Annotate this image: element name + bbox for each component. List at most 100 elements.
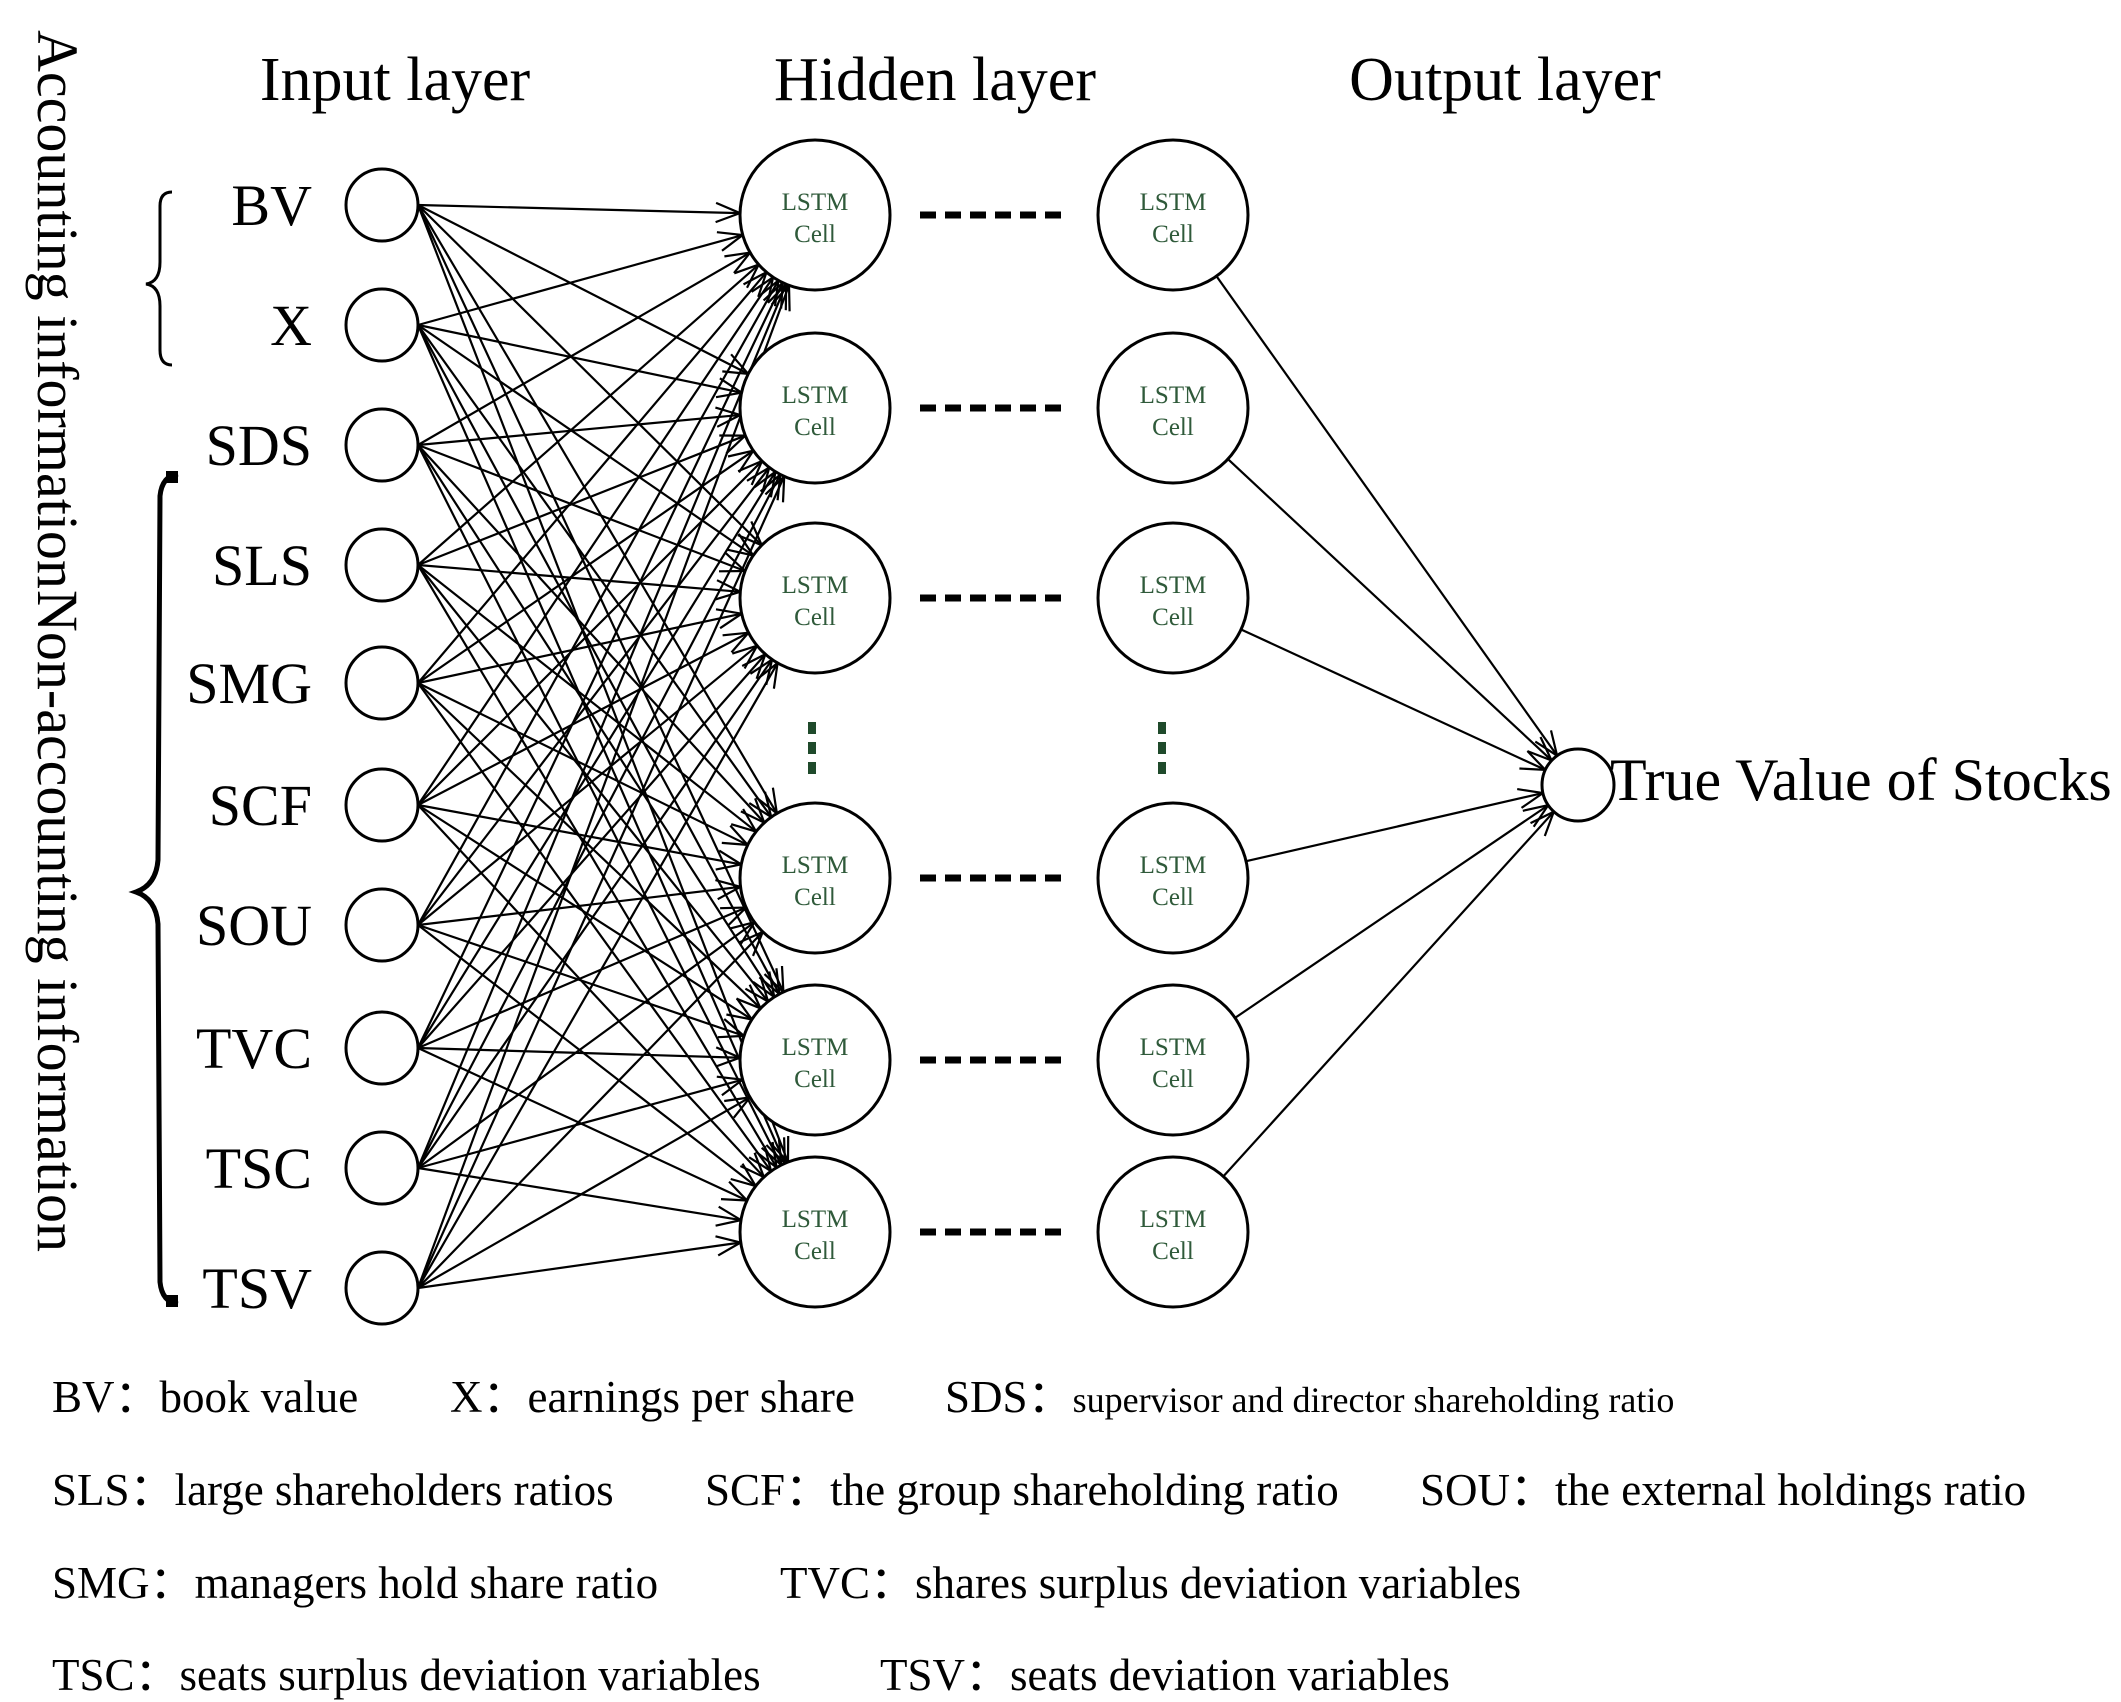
legend-separator: ： (1510, 1465, 1555, 1515)
lstm-cell-text-line2: Cell (1152, 604, 1194, 631)
lstm-cell-text-line1: LSTM (782, 852, 849, 879)
legend-abbr: X (450, 1372, 483, 1422)
lstm-cell-text-line2: Cell (1152, 221, 1194, 248)
legend-item-x: X：earnings per share (450, 1372, 855, 1422)
edge-input-7-to-cell-0 (417, 280, 784, 1049)
legend-separator: ： (870, 1558, 915, 1608)
legend-desc: earnings per share (528, 1372, 855, 1422)
lstm-cell-text-line1: LSTM (1140, 1034, 1207, 1061)
input-node-smg (344, 645, 420, 721)
lstm-cell-text-line1: LSTM (1140, 852, 1207, 879)
lstm-cell-col1-row4: LSTM Cell (738, 801, 892, 955)
edge-cell-4-to-output (1234, 803, 1551, 1019)
lstm-cell-text-line2: Cell (794, 1238, 836, 1265)
lstm-cell-text-line2: Cell (1152, 1066, 1194, 1093)
connection-lines (416, 201, 1559, 1290)
legend-separator: ： (1028, 1372, 1073, 1422)
edge-input-5-to-cell-0 (417, 274, 775, 806)
input-label-smg: SMG (186, 651, 312, 716)
non-accounting-brace-cap-bottom (166, 1295, 178, 1307)
input-label-tvc: TVC (196, 1016, 312, 1081)
legend-item-sds: SDS：supervisor and director shareholding… (945, 1372, 1674, 1422)
hidden-dash-links (920, 211, 1070, 1236)
output-node (1540, 747, 1616, 823)
legend-abbr: SMG (52, 1558, 150, 1608)
lstm-cell-col2-row3: LSTM Cell (1096, 521, 1250, 675)
edge-input-8-to-cell-0 (416, 281, 788, 1169)
hidden-layer-title: Hidden layer (774, 46, 1096, 114)
lstm-cell-col2-row1: LSTM Cell (1096, 138, 1250, 292)
output-label: True Value of Stocks (1610, 747, 2112, 813)
lstm-cell-text-line1: LSTM (782, 1034, 849, 1061)
legend-abbr: SLS (52, 1465, 130, 1515)
legend-separator: ： (483, 1372, 528, 1422)
lstm-cell-text-line2: Cell (794, 414, 836, 441)
edge-input-8-to-cell-5 (417, 1166, 744, 1227)
edge-input-1-to-cell-1 (417, 323, 745, 399)
legend-separator: ： (965, 1650, 1010, 1700)
legend-separator: ： (785, 1465, 830, 1515)
lstm-cell-text-line2: Cell (794, 884, 836, 911)
lstm-cell-col1-row5: LSTM Cell (738, 983, 892, 1137)
input-node-bv (344, 167, 420, 243)
edge-input-9-to-cell-3 (417, 929, 765, 1289)
input-label-sds: SDS (206, 413, 312, 478)
accounting-information-label: Accounting information (25, 30, 90, 589)
legend-item-sou: SOU：the external holdings ratio (1420, 1465, 2026, 1515)
legend-separator: ： (115, 1372, 160, 1422)
lstm-cell-text-line1: LSTM (1140, 189, 1207, 216)
input-node-sls (344, 527, 420, 603)
legend-separator: ： (135, 1650, 180, 1700)
lstm-cell-text-line2: Cell (794, 604, 836, 631)
lstm-cell-col2-row5: LSTM Cell (1096, 983, 1250, 1137)
input-node-x (344, 287, 420, 363)
edge-cell-2-to-output (1240, 628, 1548, 772)
input-label-bv: BV (231, 173, 312, 238)
input-label-sls: SLS (212, 533, 312, 598)
legend-item-scf: SCF：the group shareholding ratio (705, 1465, 1339, 1515)
legend-item-tsc: TSC：seats surplus deviation variables (52, 1650, 761, 1700)
lstm-cell-text-line1: LSTM (782, 572, 849, 599)
legend-abbr: SDS (945, 1372, 1028, 1422)
lstm-cell-text-line1: LSTM (1140, 382, 1207, 409)
edge-input-6-to-cell-4 (417, 923, 747, 1039)
input-node-tsc (344, 1130, 420, 1206)
edge-cell-5-to-output (1222, 809, 1556, 1178)
edge-cell-0-to-output (1215, 275, 1559, 759)
input-layer-title: Input layer (260, 46, 531, 114)
edge-input-5-to-cell-2 (417, 631, 752, 806)
non-accounting-brace-cap-top (166, 471, 178, 483)
legend-item-smg: SMG：managers hold share ratio (52, 1558, 658, 1608)
edge-input-6-to-cell-5 (417, 924, 759, 1188)
lstm-cell-text-line2: Cell (1152, 884, 1194, 911)
edge-input-9-to-cell-0 (416, 282, 791, 1289)
lstm-cell-text-line1: LSTM (1140, 572, 1207, 599)
legend-item-sls: SLS：large shareholders ratios (52, 1465, 614, 1515)
nodes: BVXSDSSLSSMGSCFSOUTVCTSCTSVLSTMCellLSTMC… (186, 138, 1616, 1326)
non-accounting-brace (128, 471, 179, 1307)
edge-cell-3-to-output (1245, 788, 1546, 863)
edge-input-6-to-cell-0 (417, 277, 780, 926)
input-node-sou (344, 887, 420, 963)
input-node-tsv (344, 1250, 420, 1326)
input-label-x: X (270, 293, 312, 358)
input-label-tsc: TSC (206, 1136, 312, 1201)
edge-input-1-to-cell-0 (417, 231, 746, 327)
legend-item-tvc: TVC：shares surplus deviation variables (780, 1558, 1521, 1608)
edge-input-1-to-cell-4 (417, 324, 781, 997)
edge-input-0-to-cell-0 (417, 201, 743, 224)
edge-input-3-to-cell-3 (417, 564, 759, 834)
lstm-cell-text-line1: LSTM (782, 382, 849, 409)
input-label-scf: SCF (209, 773, 312, 838)
edge-input-7-to-cell-3 (417, 906, 749, 1050)
edge-input-4-to-cell-5 (417, 682, 773, 1174)
lstm-cell-text-line1: LSTM (1140, 1206, 1207, 1233)
legend-desc: the group shareholding ratio (830, 1465, 1339, 1515)
edge-cell-1-to-output (1227, 458, 1554, 763)
non-accounting-information-label: Non-accounting information (25, 590, 90, 1252)
lstm-cell-text-line2: Cell (794, 1066, 836, 1093)
